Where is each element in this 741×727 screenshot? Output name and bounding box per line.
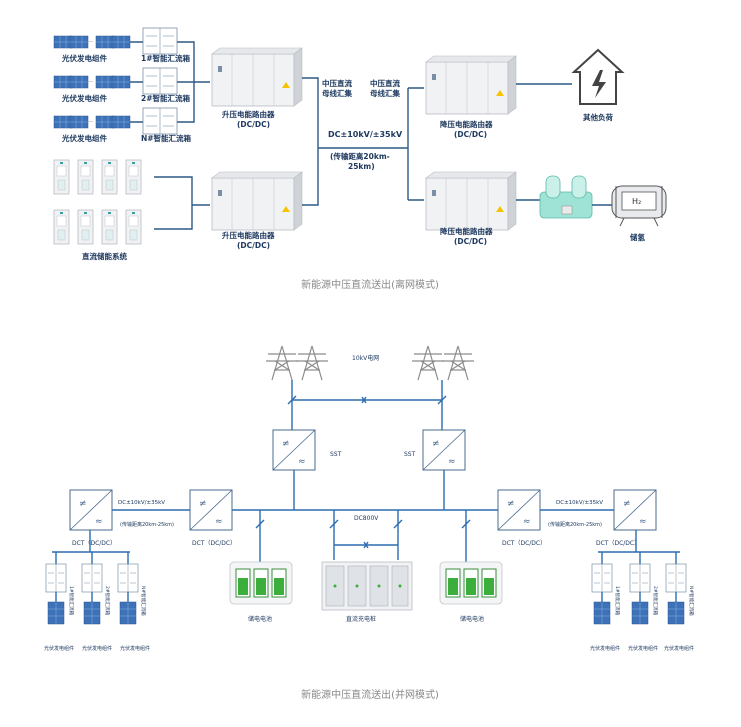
sst-right [422, 429, 466, 471]
dct-label-2: DCT（DC/DC） [192, 540, 236, 547]
grid-label: 10kV电网 [352, 354, 379, 362]
other-load-label: 其他负荷 [583, 112, 613, 122]
charger-cabinets [321, 561, 413, 611]
pv-label-3: 光伏发电组件 [61, 133, 107, 143]
left-pv-3: 光伏发电组件 [120, 645, 150, 652]
dct-label-1: DCT（DC/DC） [72, 540, 116, 547]
dct-label-3: DCT（DC/DC） [502, 540, 546, 547]
left-combiner-3: N#智能汇流箱 [140, 586, 147, 616]
dct-left-outer [69, 489, 113, 531]
buck-router-bottom-sub: (DC/DC) [454, 237, 487, 246]
boost-router-top [211, 47, 303, 107]
buck-router-bottom-label: 降压电能路由器 [440, 226, 493, 236]
svg-text:…: … [87, 77, 93, 84]
ongrid-caption: 新能源中压直流送出(并网模式) [301, 688, 439, 701]
electrolyzer-icon [539, 175, 593, 219]
battery-left [229, 561, 293, 605]
storage-system-label: 直流储能系统 [82, 251, 127, 261]
pv-row-1: … 光伏发电组件 1#智能汇流箱 [53, 27, 191, 63]
battery-left-label: 储电电池 [248, 615, 272, 623]
combiner-label-1: 1#智能汇流箱 [141, 53, 191, 63]
right-combiner-3: N#智能汇流箱 [688, 586, 695, 616]
dct-left-voltage: DC±10kV/±35kV [118, 500, 165, 506]
load-house-icon [571, 48, 625, 105]
sst-right-label: SST [404, 451, 416, 458]
bus-left-2: 母线汇集 [322, 88, 352, 98]
right-pv-1: 光伏发电组件 [590, 645, 620, 652]
buck-router-bottom [425, 171, 517, 231]
offgrid-diagram: … 光伏发电组件 1#智能汇流箱 … 光伏发电组件 2#智能汇流箱 … 光伏发电… [53, 27, 667, 291]
combiner-label-3: N#智能汇流箱 [141, 133, 192, 143]
boost-router-bottom-label: 升压电能路由器 [222, 230, 275, 240]
combiner-label-2: 2#智能汇流箱 [141, 93, 191, 103]
buck-router-top-sub: (DC/DC) [454, 130, 487, 139]
buck-router-top [425, 55, 517, 115]
dc800v-label: DC800V [354, 515, 379, 522]
dct-left-distance: (传输距离20km-25km) [120, 521, 174, 528]
right-pv-2: 光伏发电组件 [628, 645, 658, 652]
offgrid-caption: 新能源中压直流送出(离网模式) [301, 278, 439, 291]
pv-row-2: … 光伏发电组件 2#智能汇流箱 [53, 67, 191, 103]
boost-router-top-sub: (DC/DC) [237, 120, 270, 129]
dct-right-inner [497, 489, 541, 531]
left-combiner-2: 2#智能汇流箱 [104, 586, 111, 616]
dct-right-distance: (传输距离20km-25km) [548, 521, 602, 528]
right-combiner-1: 1#智能汇流箱 [614, 586, 621, 616]
dct-right-outer [613, 489, 657, 531]
pv-label-2: 光伏发电组件 [61, 93, 107, 103]
boost-router-top-label: 升压电能路由器 [222, 109, 275, 119]
distance-label-1: (传输距离20km- [330, 151, 390, 161]
charger-label: 直流充电桩 [346, 615, 376, 623]
right-pv-3: 光伏发电组件 [664, 645, 694, 652]
battery-right [439, 561, 503, 605]
ongrid-diagram: 10kV电网 SST SST DC800V 储电电池 储电电池 [44, 345, 695, 701]
left-pv-1: 光伏发电组件 [44, 645, 74, 652]
pv-row-3: … 光伏发电组件 N#智能汇流箱 [53, 107, 192, 143]
bus-left-1: 中压直流 [322, 78, 352, 88]
h2-tank-icon [611, 185, 667, 227]
left-combiner-1: 1#智能汇流箱 [68, 586, 75, 616]
boost-router-bottom-sub: (DC/DC) [237, 241, 270, 250]
h2-label: H₂ [632, 197, 641, 206]
svg-text:…: … [87, 117, 93, 124]
pv-label-1: 光伏发电组件 [61, 53, 107, 63]
hydrogen-storage-label: 储氢 [630, 232, 645, 242]
bus-right-1: 中压直流 [370, 78, 400, 88]
sst-left [272, 429, 316, 471]
right-combiner-2: 2#智能汇流箱 [652, 586, 659, 616]
dct-right-voltage: DC±10kV/±35kV [556, 500, 603, 506]
dct-label-4: DCT（DC/DC） [596, 540, 640, 547]
left-pv-2: 光伏发电组件 [82, 645, 112, 652]
boost-router-bottom [211, 171, 303, 231]
bus-right-2: 母线汇集 [370, 88, 400, 98]
dc-voltage-label: DC±10kV/±35kV [328, 130, 403, 139]
distance-label-2: 25km) [348, 162, 375, 171]
tower-icon [265, 345, 475, 381]
sst-left-label: SST [330, 451, 342, 458]
storage-system: 直流储能系统 [53, 159, 142, 261]
buck-router-top-label: 降压电能路由器 [440, 119, 493, 129]
dct-left-inner [189, 489, 233, 531]
svg-text:…: … [87, 37, 93, 44]
battery-right-label: 储电电池 [460, 615, 484, 623]
